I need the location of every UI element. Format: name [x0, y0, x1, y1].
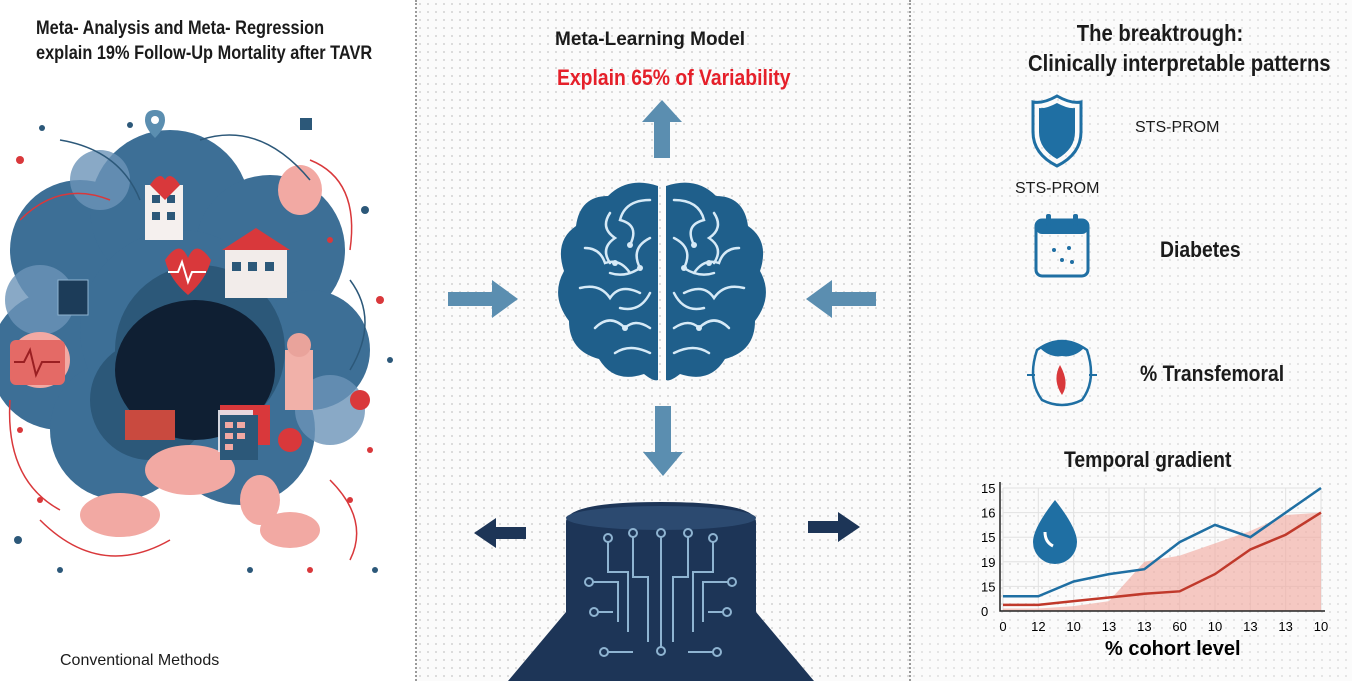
- x-tick-label: 0: [999, 619, 1006, 634]
- risk-label-1: STS-PROM: [1135, 119, 1220, 136]
- left-title-line2: explain 19% Follow-Up Mortality after TA…: [36, 43, 373, 64]
- conventional-methods-caption: Conventional Methods: [60, 652, 220, 669]
- x-tick-label: 10: [1314, 619, 1328, 634]
- breakthrough-title-line1: The breaktrough:: [1076, 20, 1244, 46]
- y-tick-label: 15: [981, 481, 995, 496]
- breakthrough-title: The breaktrough: Clinically interpretabl…: [1028, 18, 1331, 78]
- left-title-line1: Meta- Analysis and Meta- Regression: [36, 18, 325, 39]
- series-line-1: [1003, 511, 1322, 607]
- arrow-left-out-icon: [474, 518, 526, 548]
- brain-icon: [558, 182, 766, 381]
- divider-right: [909, 0, 911, 681]
- conventional-methods-collage: [0, 110, 393, 573]
- arrow-right-out-icon: [808, 512, 860, 542]
- x-tick-label: 13: [1137, 619, 1151, 634]
- x-tick-label: 60: [1172, 619, 1186, 634]
- left-title: Meta- Analysis and Meta- Regression expl…: [36, 16, 372, 66]
- heart-valve-icon: [1027, 339, 1097, 407]
- x-tick-label: 13: [1243, 619, 1257, 634]
- y-tick-label: 0: [981, 604, 988, 619]
- arrow-down-icon: [643, 406, 683, 476]
- x-tick-label: 13: [1278, 619, 1292, 634]
- x-tick-label: 10: [1066, 619, 1080, 634]
- breakthrough-title-line2: Clinically interpretable patterns: [1028, 50, 1331, 76]
- y-tick-label: 15: [981, 579, 995, 594]
- meta-learning-title: Meta-Learning Model: [555, 29, 746, 50]
- temporal-gradient-title: Temporal gradient: [1064, 447, 1232, 472]
- x-axis-label: % cohort level: [1105, 638, 1241, 660]
- y-tick-label: 15: [981, 530, 995, 545]
- meta-learning-subtitle: Explain 65% of Variability: [557, 65, 791, 90]
- y-tick-label: 16: [981, 506, 995, 521]
- risk-label-2: STS-PROM: [1015, 180, 1100, 197]
- drop-icon: [1033, 500, 1077, 564]
- chart-area: [1003, 512, 1321, 611]
- arrow-right-in-icon: [448, 280, 518, 318]
- chart-axes: [999, 482, 1325, 612]
- x-tick-label: 10: [1208, 619, 1222, 634]
- series-line-0: [1003, 486, 1322, 598]
- y-tick-label: 19: [981, 555, 995, 570]
- circuit-chip-icon: [508, 502, 814, 681]
- divider-left: [415, 0, 417, 681]
- temporal-gradient-chart: 0 15 19 15 16 15 0 12 10 13 13 60 10 13 13 10 % cohort…: [981, 481, 1328, 660]
- transfemoral-label: % Transfemoral: [1140, 361, 1285, 386]
- diabetes-label: Diabetes: [1160, 237, 1241, 262]
- arrow-up-icon: [642, 100, 682, 158]
- arrow-left-in-icon: [806, 280, 876, 318]
- x-tick-label: 12: [1031, 619, 1045, 634]
- calendar-icon: [1034, 214, 1090, 278]
- x-tick-label: 13: [1102, 619, 1116, 634]
- shield-icon: [1031, 94, 1083, 168]
